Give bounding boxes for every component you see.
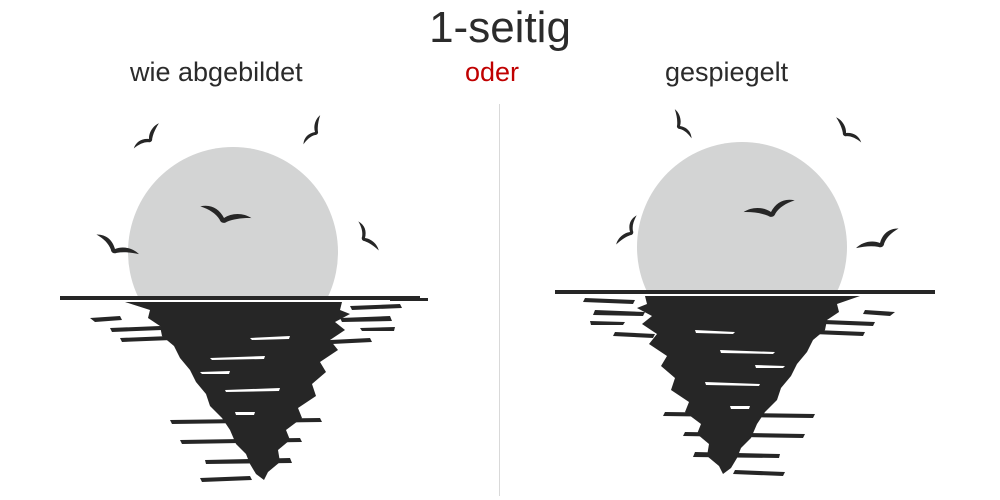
or-separator-label: oder: [465, 57, 520, 87]
bird-icon: [855, 224, 903, 259]
page-title: 1-seitig: [429, 3, 571, 52]
option-label-as-shown[interactable]: wie abgebildet: [130, 57, 303, 87]
sunset-illustration-as-shown: [50, 114, 450, 500]
vertical-divider: [499, 104, 500, 496]
bird-icon: [830, 116, 864, 147]
sunset-illustration-mirrored: [545, 108, 945, 500]
bird-icon: [300, 114, 328, 148]
bird-icon: [353, 219, 380, 256]
bird-icon: [131, 122, 165, 153]
scene-mirrored[interactable]: [545, 100, 945, 500]
scene-as-shown[interactable]: [50, 100, 450, 500]
bird-icon: [667, 108, 695, 142]
option-label-mirrored[interactable]: gespiegelt: [665, 57, 789, 87]
